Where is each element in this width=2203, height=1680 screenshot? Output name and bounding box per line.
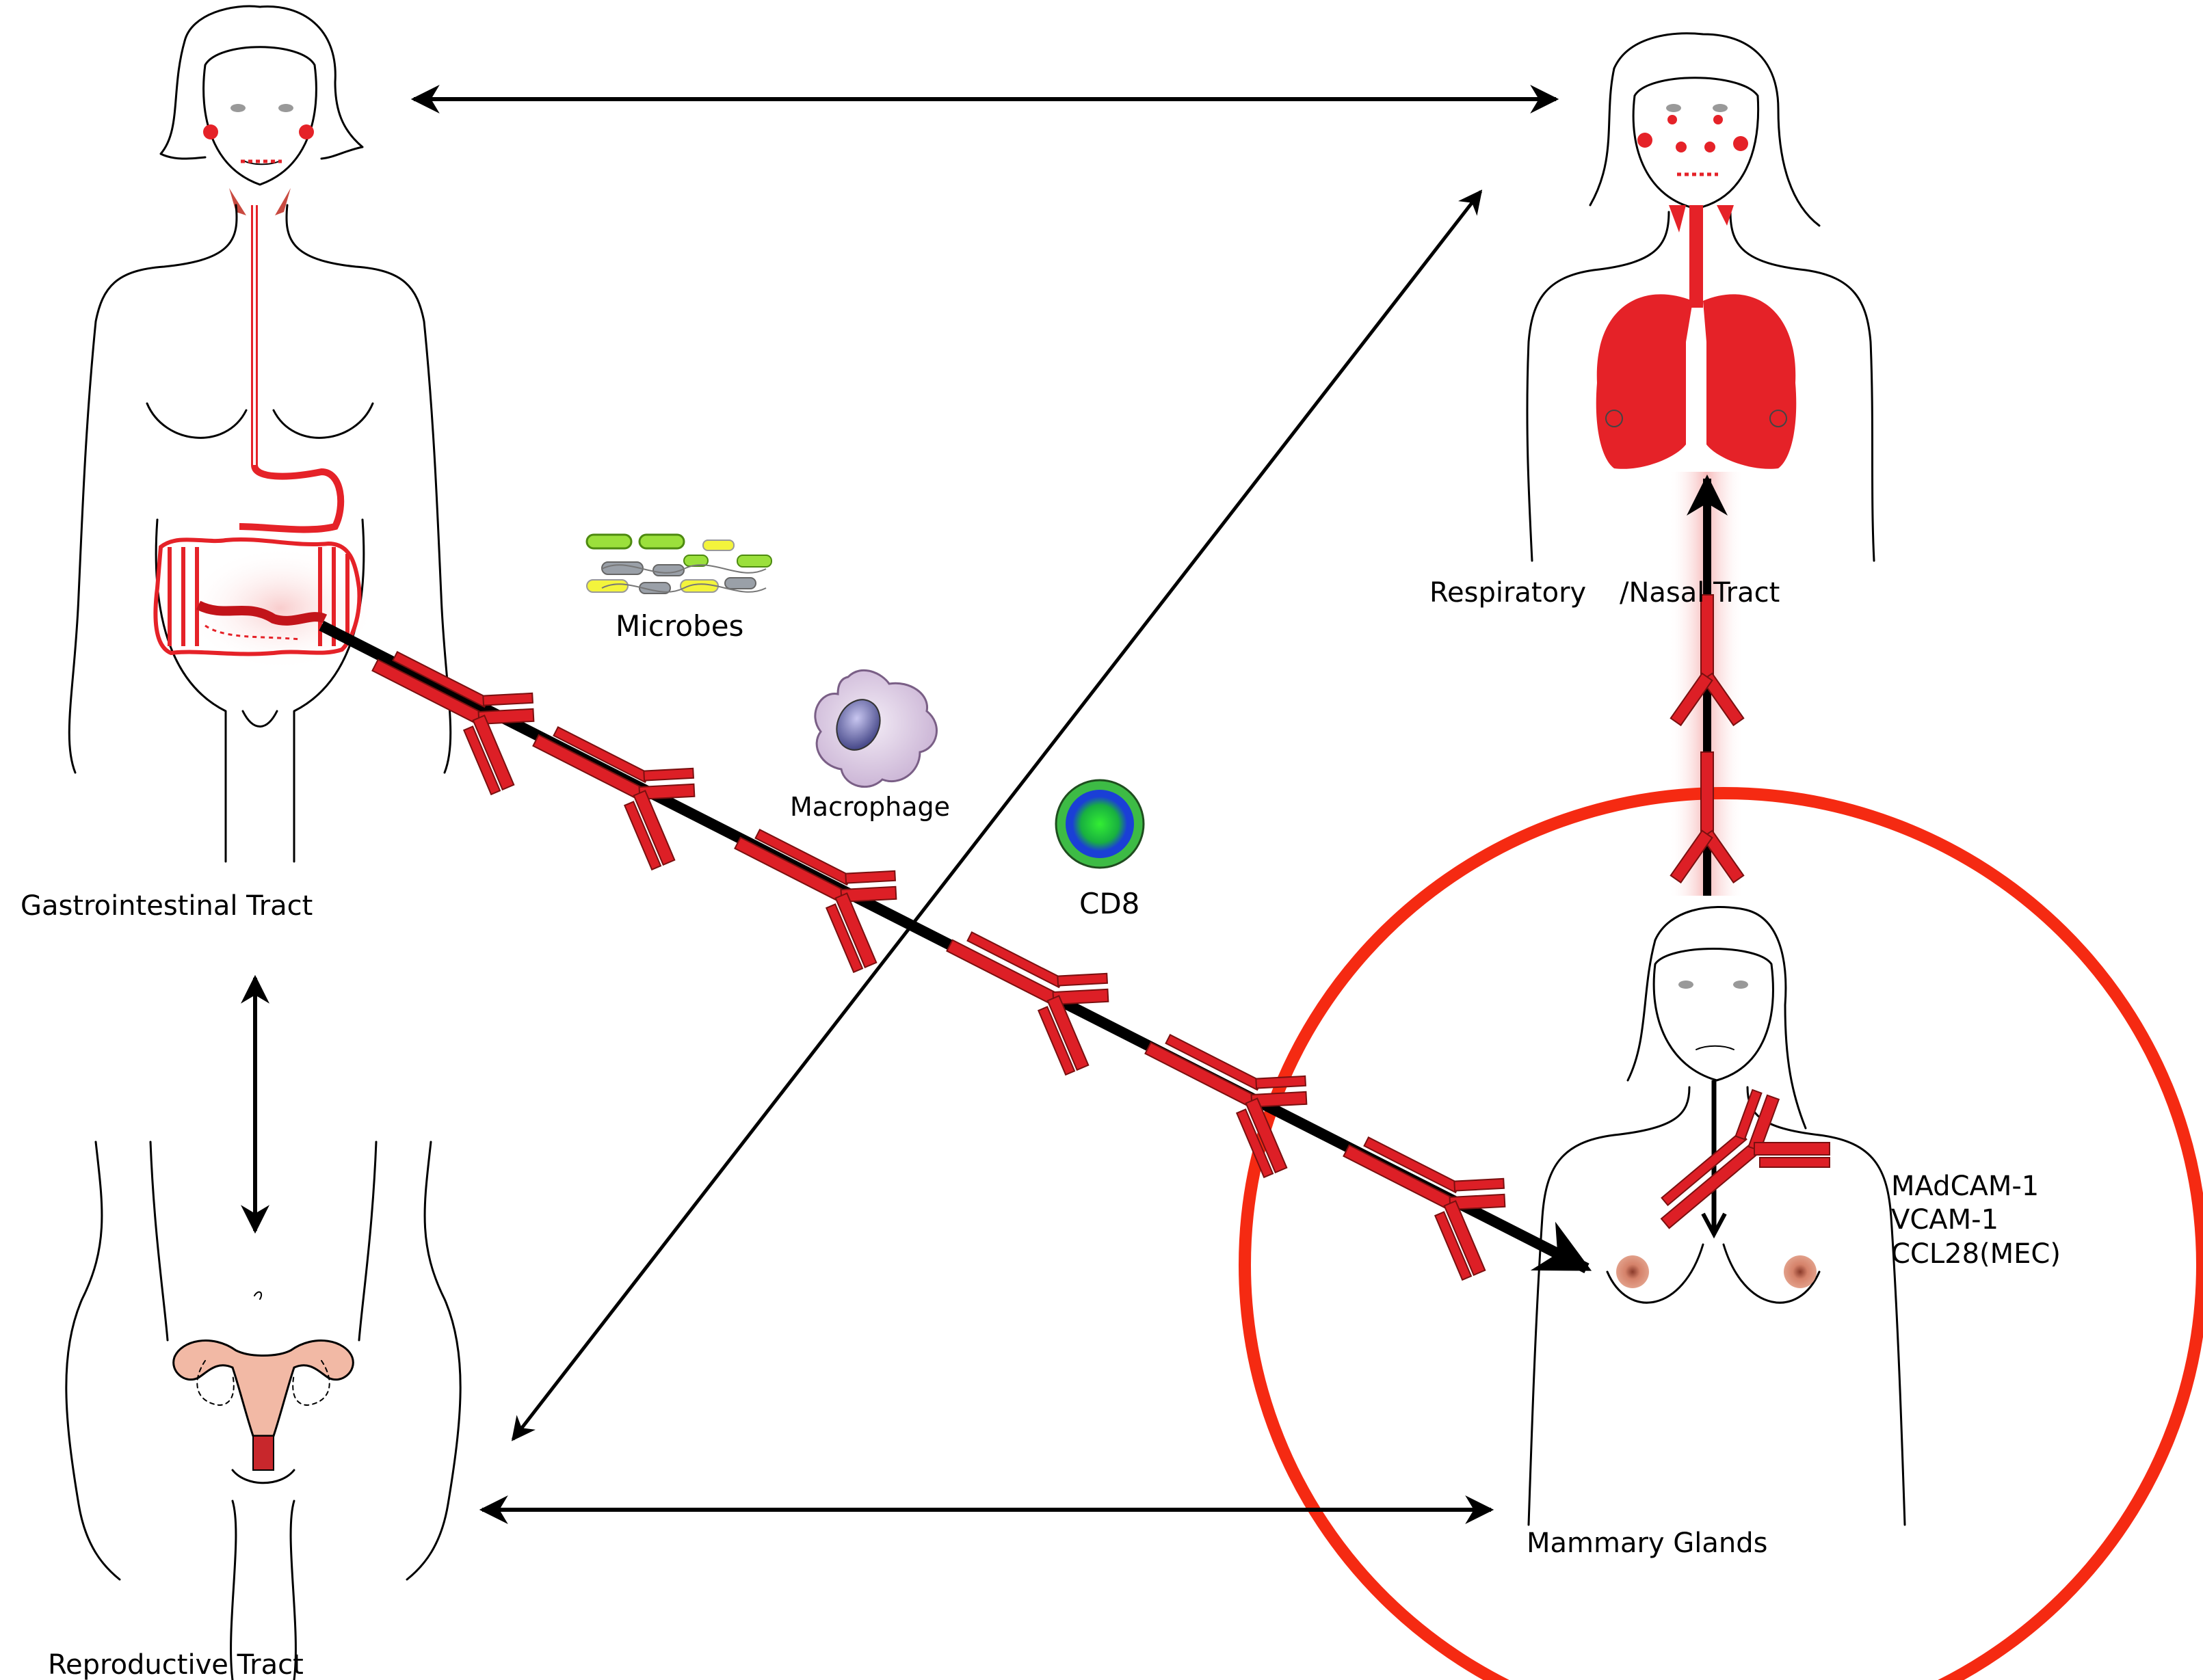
iga-antibody-icon xyxy=(709,801,917,979)
migration-arrows xyxy=(255,99,1725,1510)
nasal-tract-label: /Nasal Tract xyxy=(1620,577,1780,609)
macrophage-cell-icon xyxy=(815,670,937,786)
respiratory-label: Respiratory xyxy=(1429,577,1586,609)
molecule-vcam1: VCAM-1 xyxy=(1891,1204,1998,1236)
iga-antibody-icon xyxy=(507,699,715,877)
iga-antibodies xyxy=(347,595,1842,1287)
microbes-label: Microbes xyxy=(616,609,743,643)
cd8-label: CD8 xyxy=(1079,887,1139,920)
iga-antibody-icon xyxy=(1635,1074,1841,1271)
gi-tract-label: Gastrointestinal Tract xyxy=(21,890,313,922)
cd8-t-cell-icon xyxy=(1056,780,1144,868)
nipple-right-icon xyxy=(1784,1255,1817,1288)
molecule-madcam1: MAdCAM-1 xyxy=(1891,1171,2039,1202)
iga-antibody-icon xyxy=(1318,1109,1526,1287)
mammary-glands-figure xyxy=(1529,907,1905,1525)
gi-tract-figure xyxy=(69,6,450,862)
arrow-reproductive-respiratory xyxy=(513,191,1481,1439)
iga-antibody-icon xyxy=(1120,1006,1328,1184)
mammary-glands-label: Mammary Glands xyxy=(1527,1528,1768,1559)
reproductive-tract-figure xyxy=(66,1142,460,1680)
reproductive-tract-label: Reproductive Tract xyxy=(48,1649,304,1680)
bacteria-cluster-icon xyxy=(587,535,771,594)
macrophage-label: Macrophage xyxy=(790,792,950,822)
iga-antibody-icon xyxy=(921,904,1129,1082)
nipple-left-icon xyxy=(1616,1255,1649,1288)
molecule-ccl28: CCL28(MEC) xyxy=(1891,1238,2061,1270)
